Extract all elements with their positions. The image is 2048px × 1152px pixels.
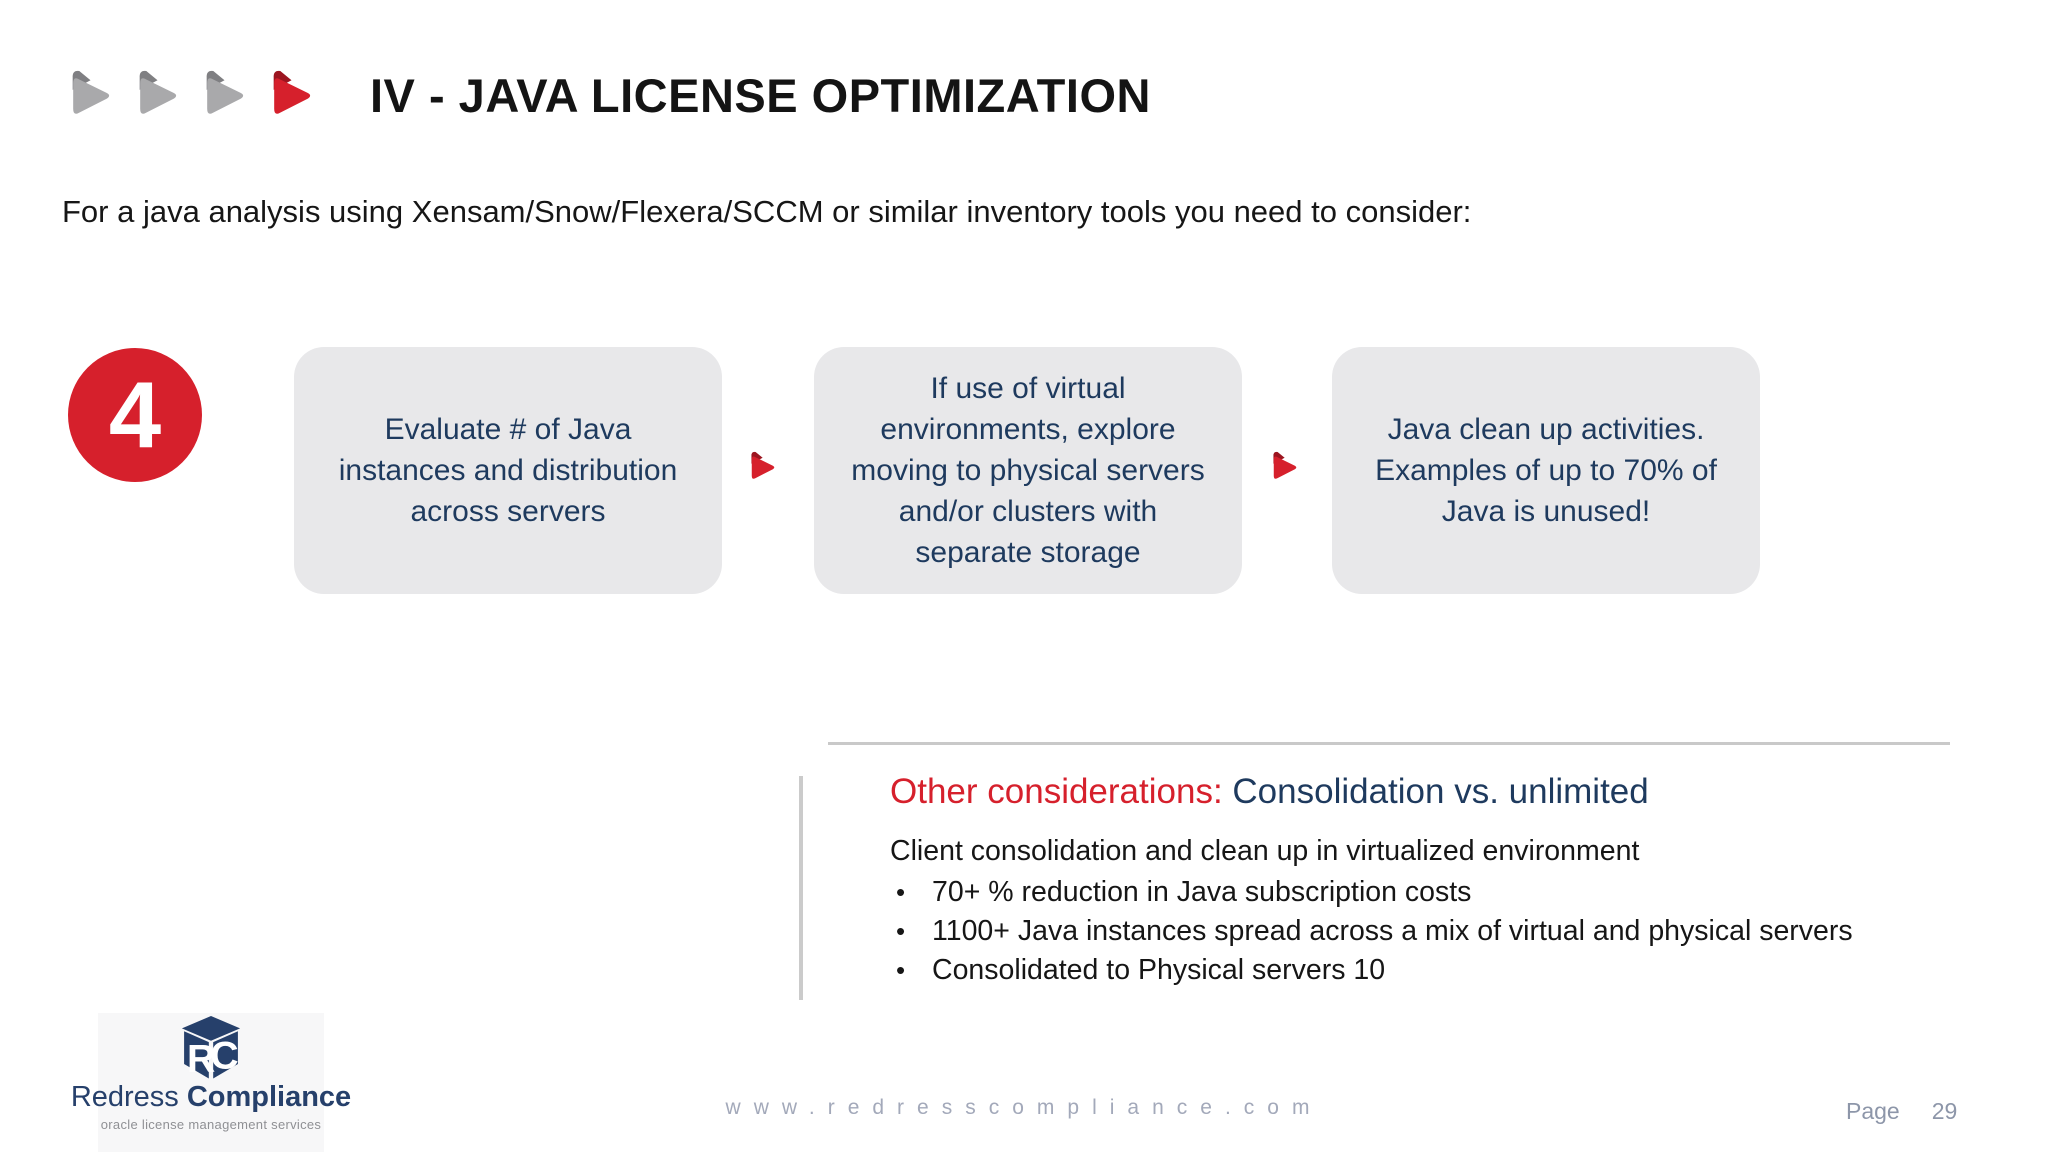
flow-box-1: Evaluate # of Java instances and distrib… xyxy=(294,347,722,594)
logo-name-light: Redress xyxy=(70,1081,179,1113)
logo-name-bold: Compliance xyxy=(186,1081,352,1113)
bullet-item: • Consolidated to Physical servers 10 xyxy=(890,955,1853,985)
step-number-badge: 4 xyxy=(68,348,202,482)
page-number: 29 xyxy=(1931,1098,1958,1124)
heading-navy-part: Consolidation vs. unlimited xyxy=(1222,772,1649,811)
bullet-item: • 1100+ Java instances spread across a m… xyxy=(890,916,1853,946)
bullet-text: Consolidated to Physical servers 10 xyxy=(932,954,1386,986)
other-considerations-body: Client consolidation and clean up in vir… xyxy=(890,835,1853,994)
bullet-item: • 70+ % reduction in Java subscription c… xyxy=(890,877,1853,907)
flow-box-2: If use of virtual environments, explore … xyxy=(814,347,1242,594)
horizontal-divider xyxy=(828,742,1950,745)
intro-text: For a java analysis using Xensam/Snow/Fl… xyxy=(62,194,1472,229)
page-title: IV - JAVA LICENSE OPTIMIZATION xyxy=(370,69,1151,122)
chevron-arrow-icon xyxy=(139,70,177,114)
flow-box-1-text: Evaluate # of Java instances and distrib… xyxy=(338,413,678,528)
svg-text:R: R xyxy=(187,1036,215,1080)
bullet-dot: • xyxy=(896,955,906,985)
bullet-text: 1100+ Java instances spread across a mix… xyxy=(932,915,1853,947)
body-lead-line: Client consolidation and clean up in vir… xyxy=(890,835,1640,867)
footer-website: www.redresscompliance.com xyxy=(725,1096,1323,1119)
bullet-list: • 70+ % reduction in Java subscription c… xyxy=(890,877,1853,985)
flow-box-3-text: Java clean up activities. Examples of up… xyxy=(1375,413,1717,528)
flow-arrow-2 xyxy=(1268,450,1300,489)
flow-arrow-1 xyxy=(746,450,778,489)
chevron-arrow-icon xyxy=(206,70,244,114)
vertical-accent-bar xyxy=(799,776,803,1000)
rc-cube-logo-icon: R C xyxy=(181,1016,241,1080)
title-arrow-row xyxy=(64,68,316,122)
flow-arrow-icon xyxy=(751,451,775,479)
flow-box-2-text: If use of virtual environments, explore … xyxy=(851,372,1205,569)
heading-red-part: Other considerations: xyxy=(890,772,1223,811)
svg-text:C: C xyxy=(210,1033,238,1077)
flow-arrow-icon xyxy=(1273,451,1297,479)
bullet-dot: • xyxy=(896,877,906,907)
footer-page-indicator: Page 29 xyxy=(1846,1098,1957,1125)
bullet-dot: • xyxy=(896,916,906,946)
flow-box-3: Java clean up activities. Examples of up… xyxy=(1332,347,1760,594)
logo-tagline: oracle license management services xyxy=(100,1117,322,1132)
page-label: Page xyxy=(1846,1098,1900,1124)
other-considerations-heading: Other considerations: Consolidation vs. … xyxy=(890,772,1649,812)
chevron-arrow-icon xyxy=(72,70,110,114)
chevron-arrow-red-icon xyxy=(273,70,311,114)
bullet-text: 70+ % reduction in Java subscription cos… xyxy=(932,876,1472,908)
